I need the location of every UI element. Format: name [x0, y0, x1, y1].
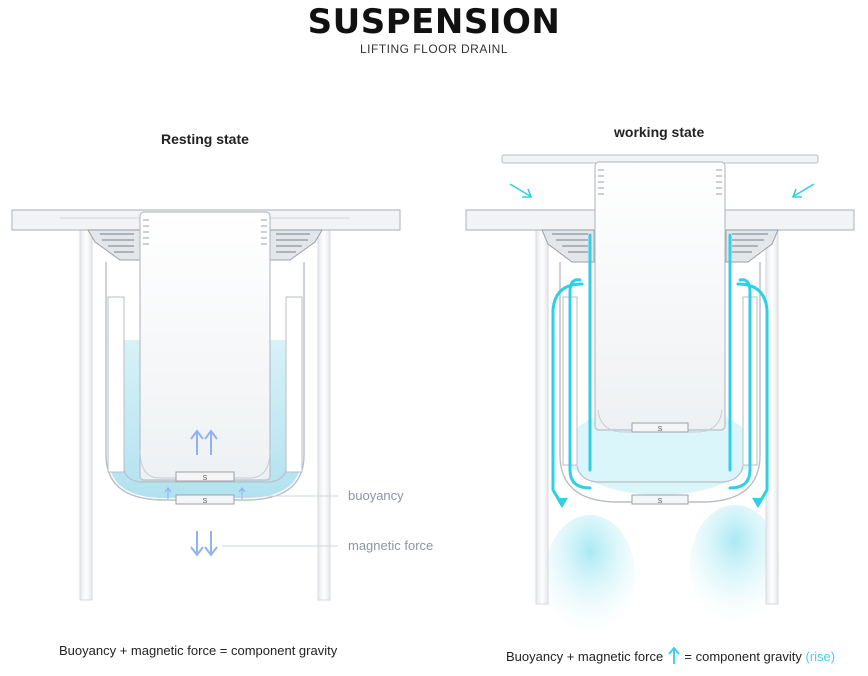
lower-magnet-mark: S: [203, 498, 208, 505]
working-equation-rise: (rise): [805, 649, 836, 664]
resting-drain: [11, 209, 401, 601]
rise-arrow-icon: [668, 647, 680, 664]
inflow-arrows-icon: [509, 183, 815, 198]
buoyancy-label: buoyancy: [348, 488, 404, 503]
base-magnet-mark: S: [658, 498, 663, 505]
magnetic-force-label: magnetic force: [348, 538, 434, 553]
buoyancy-arrows-icon: [190, 429, 218, 455]
upper-magnet-mark: S: [203, 475, 208, 482]
page-title: SUSPENSION: [307, 2, 561, 42]
working-equation: Buoyancy + magnetic force = component gr…: [506, 647, 835, 665]
water-flow-arrows-icon: [551, 233, 769, 507]
float-magnet-mark: S: [658, 426, 663, 433]
working-equation-left: Buoyancy + magnetic force: [506, 649, 664, 664]
resting-equation: Buoyancy + magnetic force = component gr…: [59, 643, 338, 658]
magnetic-force-arrows-icon: [190, 531, 218, 557]
working-drain: [465, 154, 855, 635]
working-equation-right: = component gravity: [684, 649, 802, 664]
page-subtitle: LIFTING FLOOR DRAINL: [359, 42, 509, 56]
working-state-label: working state: [614, 124, 705, 140]
resting-state-label: Resting state: [161, 131, 249, 147]
